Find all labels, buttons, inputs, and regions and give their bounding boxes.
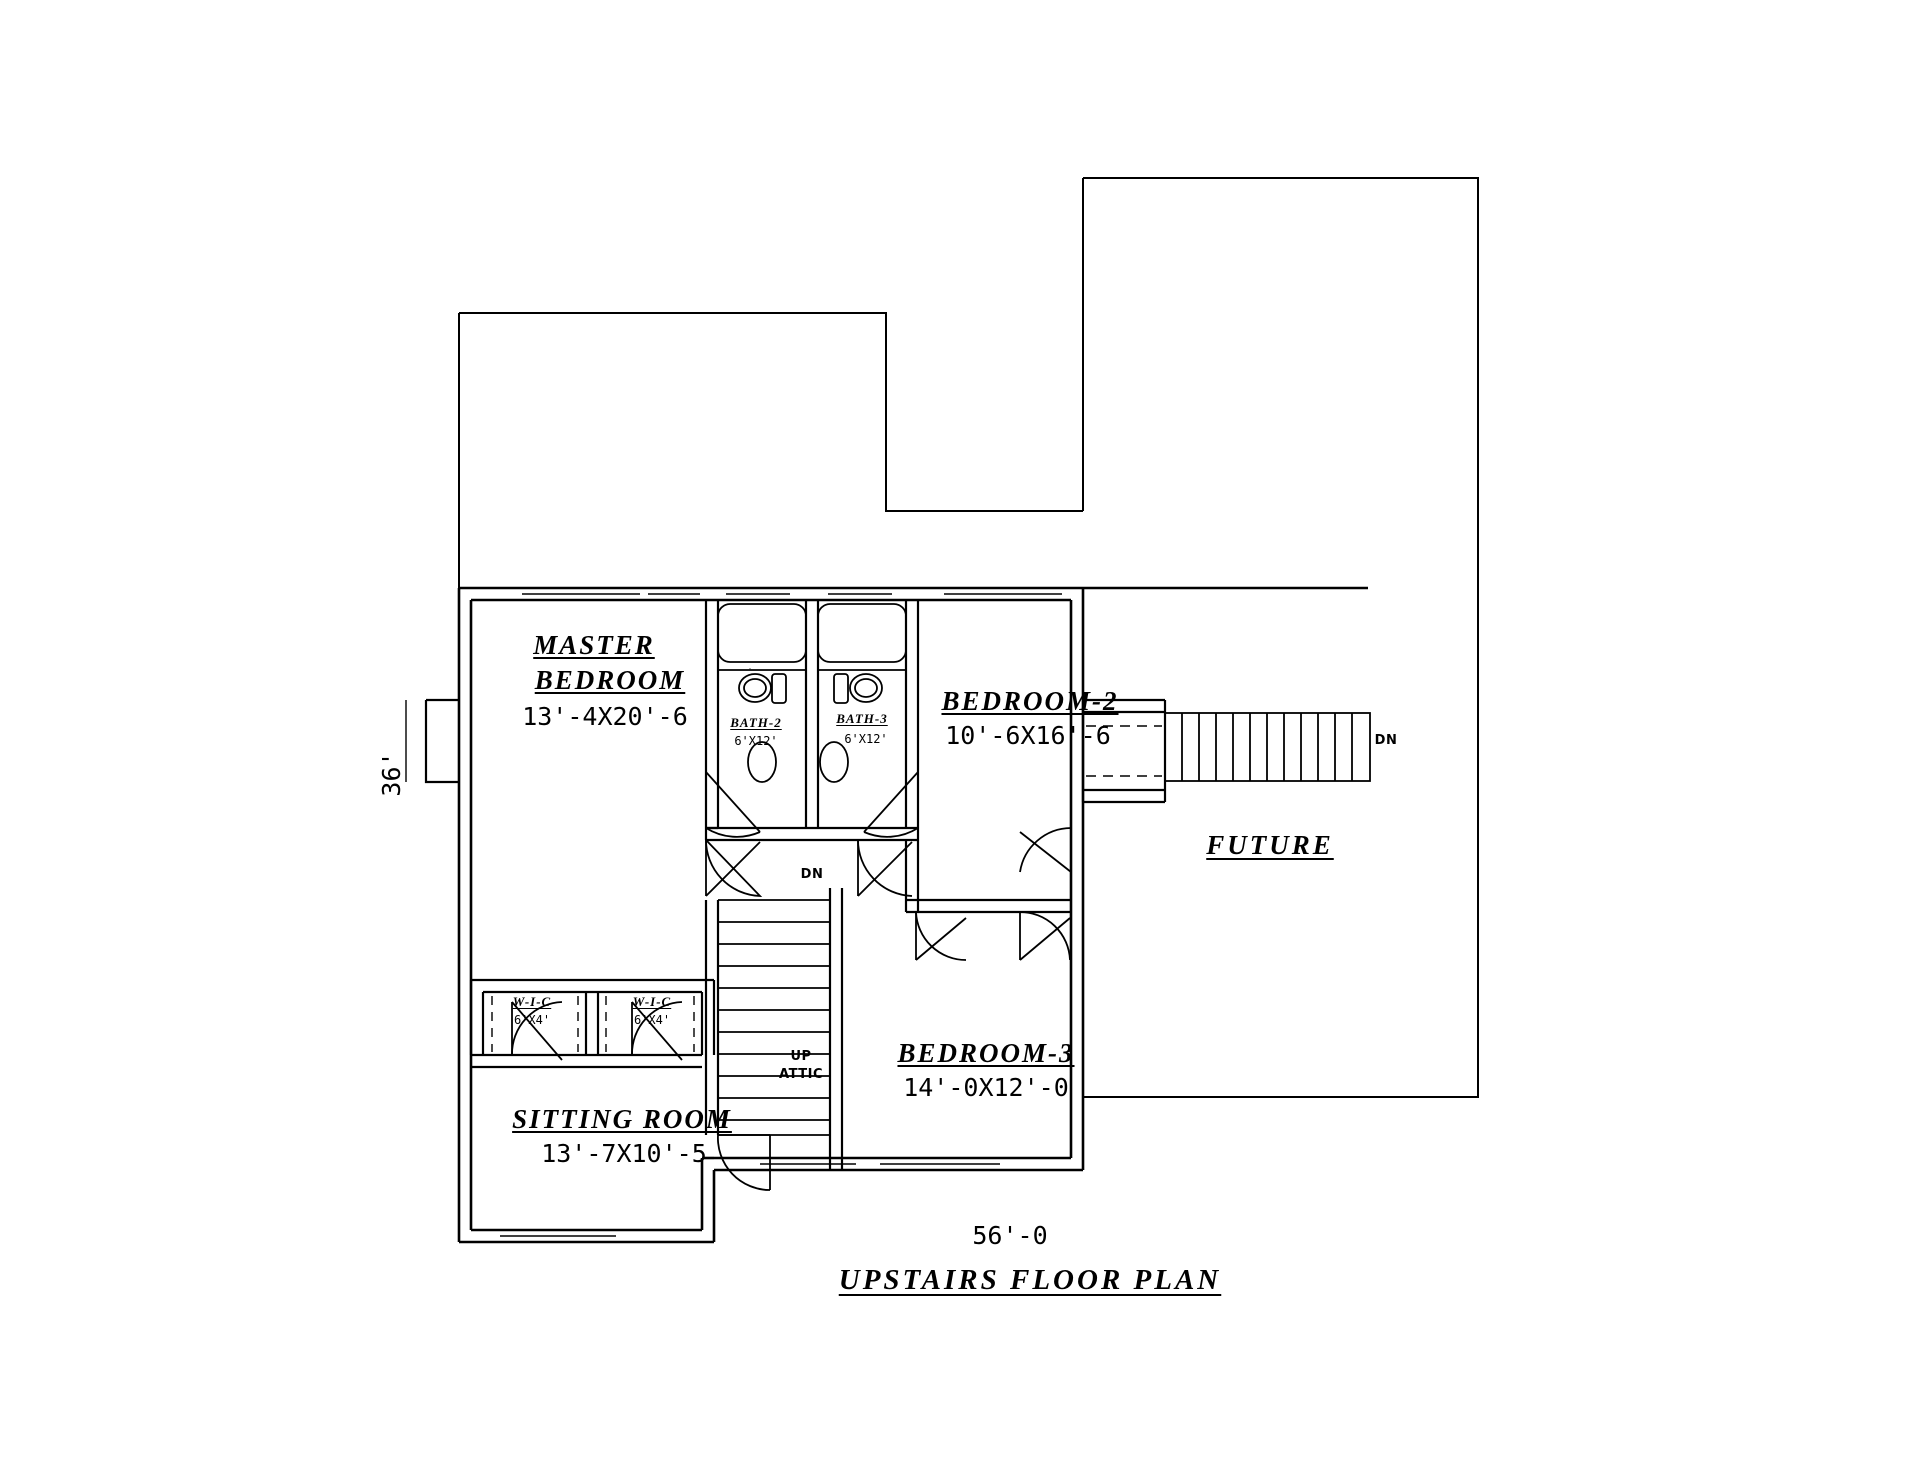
attic-tag-up: UP <box>790 1049 812 1064</box>
room-label-bath-2: BATH-2 <box>730 715 782 730</box>
door-wic-right <box>631 1001 683 1061</box>
upper-roof-outline-right <box>1082 177 1479 1098</box>
window-master-1 <box>522 587 640 601</box>
closet-dimension-wic-right: 6'X4' <box>633 1013 671 1027</box>
interior-walls <box>471 600 1071 1170</box>
closet-dimension-wic-left: 6'X4' <box>513 1013 551 1027</box>
overall-depth-dimension: 36' <box>377 751 406 797</box>
room-label-bedroom-3: BEDROOM-3 <box>897 1038 1075 1068</box>
door-hall-left <box>705 837 763 897</box>
room-label-master-bedroom-line1: MASTER <box>533 630 655 660</box>
room-dimension-bath-2: 6'X12' <box>734 734 778 748</box>
future-stair-treads <box>1164 712 1371 782</box>
room-label-bedroom-2: BEDROOM-2 <box>941 686 1119 716</box>
room-label-sitting-room: SITTING ROOM <box>512 1104 732 1134</box>
door-bedroom2-left <box>1019 820 1072 873</box>
attic-tag-attic: ATTIC <box>779 1067 823 1082</box>
room-label-bath-3: BATH-3 <box>836 711 888 726</box>
door-bedroom3-top-a <box>915 911 967 961</box>
sink-bath3 <box>819 741 849 783</box>
left-wall-bumpout <box>424 698 459 784</box>
window-bedroom3-bottom-2 <box>760 1157 856 1171</box>
future-stair-landing <box>1081 698 1167 804</box>
window-bath3-top <box>828 587 892 601</box>
interior-stair-treads <box>718 899 830 1136</box>
room-dimension-bath-3: 6'X12' <box>844 732 888 746</box>
stair-tag-interior-down: DN <box>800 867 824 882</box>
sink-bath2 <box>747 741 777 783</box>
door-hall-mid <box>857 839 913 897</box>
bathtub-bath3 <box>817 603 907 671</box>
room-dimension-bedroom-3: 14'-0X12'-0 <box>903 1073 1069 1102</box>
door-wic-left <box>511 1001 563 1061</box>
closet-label-wic-left: W-I-C <box>512 994 552 1009</box>
room-dimension-bedroom-2: 10'-6X16'-6 <box>945 721 1111 750</box>
window-bedroom3-bottom <box>880 1157 1000 1171</box>
room-dimension-sitting-room: 13'-7X10'-5 <box>541 1139 707 1168</box>
toilet-bath3 <box>833 673 883 704</box>
closet-label-wic-right: W-I-C <box>632 994 672 1009</box>
door-bath3-to-hall <box>863 771 919 838</box>
upper-roof-outline-left <box>458 312 1083 588</box>
stair-tag-exterior-down: DN <box>1374 733 1398 748</box>
bathtub-bath2 <box>717 603 807 671</box>
wic-left-outline <box>469 978 716 1055</box>
room-label-master-bedroom-line2: BEDROOM <box>534 665 686 695</box>
door-bedroom3-top-b <box>1019 911 1071 961</box>
window-sitting-bottom <box>500 1229 616 1243</box>
area-label-future: FUTURE <box>1206 830 1334 860</box>
future-stair-rail <box>1086 725 1162 777</box>
room-dimension-master-bedroom: 13'-4X20'-6 <box>522 702 688 731</box>
overall-width-dimension: 56'-0 <box>972 1221 1048 1250</box>
door-master-to-bath2 <box>705 771 761 838</box>
plan-title: UPSTAIRS FLOOR PLAN <box>838 1264 1222 1296</box>
window-master-2 <box>648 587 700 601</box>
toilet-bath2 <box>738 668 787 704</box>
window-bedroom2-top <box>944 587 1062 601</box>
window-bath2-top <box>726 587 790 601</box>
